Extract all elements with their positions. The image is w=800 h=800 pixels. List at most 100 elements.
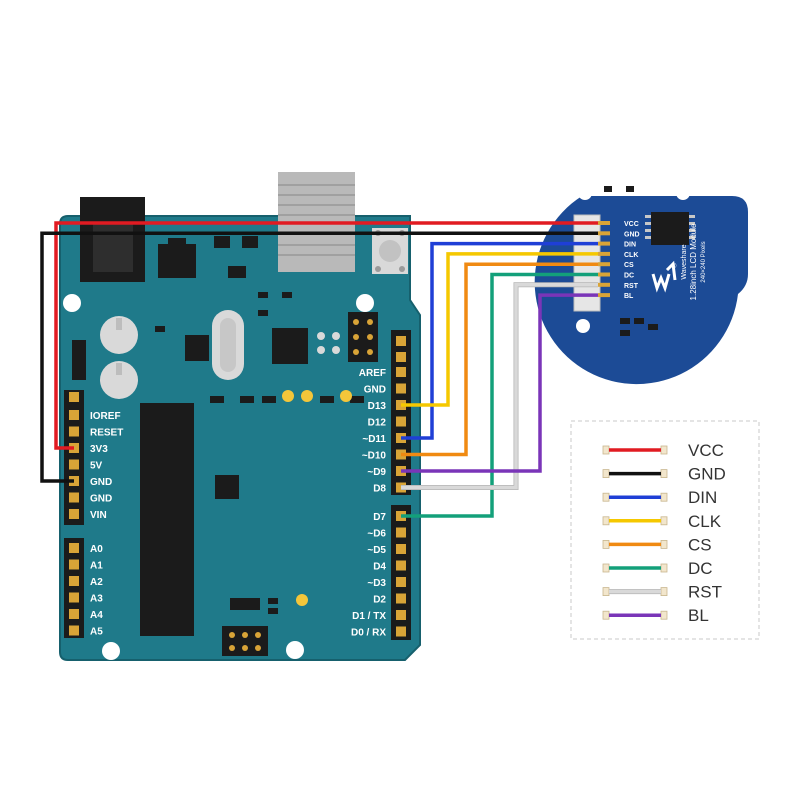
pin-label: A3 (90, 594, 103, 605)
legend-wire-end (660, 492, 668, 502)
capacitor (100, 316, 138, 354)
lcd-pin-label: CLK (624, 252, 638, 259)
header-pin (69, 559, 79, 570)
lcd-mounting-hole (676, 186, 690, 200)
header-pin (396, 367, 406, 377)
pin-label: RESET (90, 428, 123, 439)
wire-vcc (54, 221, 598, 450)
header-pin (69, 576, 79, 586)
header-pin (396, 593, 406, 604)
lcd-brand-text: Waveshare (681, 244, 688, 279)
legend-wire-end (602, 469, 610, 479)
legend-wire-end (660, 469, 668, 479)
pin-label: GND (364, 385, 386, 396)
led (301, 390, 313, 402)
led (282, 390, 294, 402)
lcd-pin-label: DC (624, 273, 634, 280)
header-pin (396, 383, 406, 394)
pin-label: AREF (359, 368, 386, 379)
header-pin (69, 392, 79, 402)
pin-label: IOREF (90, 411, 121, 422)
header-pin (396, 527, 406, 538)
legend-wire-end (660, 587, 668, 596)
pin-label: A1 (90, 561, 103, 572)
pin-label: A4 (90, 610, 103, 621)
lcd-pin (598, 282, 610, 287)
pin-label: A5 (90, 627, 103, 638)
waveshare-logo: ® (651, 260, 677, 293)
legend-label: DC (688, 559, 713, 578)
header-pin (396, 560, 406, 571)
header-pin (69, 592, 79, 603)
pin-label: 5V (90, 461, 103, 472)
lcd-pin-label: CS (624, 262, 634, 269)
lcd-mounting-hole (578, 186, 592, 200)
mounting-hole (356, 294, 374, 312)
legend-label: CLK (688, 512, 722, 531)
pin-label: ~D11 (362, 434, 386, 445)
header-pin (69, 492, 79, 503)
pin-label: ~D5 (367, 545, 386, 556)
legend-wire-end (660, 516, 668, 526)
header-pin (69, 426, 79, 437)
pin-label: D13 (368, 401, 387, 412)
pin-label: D8 (373, 484, 386, 495)
pin-label: VIN (90, 510, 107, 521)
digital-header-lower (391, 505, 411, 640)
lcd-subtitle-text: 240×240 Pixels (701, 241, 707, 282)
header-pin (396, 352, 406, 362)
pin-label: ~D3 (367, 578, 386, 589)
lcd-pin (598, 231, 610, 236)
lcd-pin (598, 221, 610, 225)
wire-gnd (40, 231, 598, 483)
pin-label: 3V3 (90, 444, 108, 455)
legend-label: CS (688, 535, 712, 554)
lcd-pin-label: DIN (624, 242, 636, 249)
pin-label: D2 (373, 595, 386, 606)
legend-wire-end (602, 540, 610, 549)
pin-label: D0 / RX (351, 628, 386, 639)
header-pin (69, 459, 79, 470)
capacitor (100, 361, 138, 399)
lcd-pin (598, 272, 610, 277)
header-pin (69, 625, 79, 636)
legend-wire-end (602, 610, 610, 620)
wire-clk (401, 252, 598, 407)
pin-label: ~D6 (367, 529, 386, 540)
legend-wire-end (602, 445, 610, 455)
header-pin (396, 336, 406, 346)
legend-wire-end (660, 610, 668, 620)
header-pin (396, 610, 406, 620)
legend-wire-end (602, 516, 610, 526)
lcd-driver-chip (651, 212, 689, 245)
legend-wire-end (660, 563, 668, 573)
lcd-pin-label: RST (624, 283, 639, 290)
wire-cs (401, 262, 598, 457)
header-pin (396, 577, 406, 587)
lcd-title-text: 1.28inch LCD Module (689, 223, 698, 300)
legend-wire-end (660, 540, 668, 549)
power-header (64, 390, 84, 525)
pin-label: GND (90, 494, 112, 505)
pin-label: ~D9 (367, 467, 386, 478)
header-pin (69, 609, 79, 619)
led (340, 390, 352, 402)
wire-bl (401, 293, 598, 473)
lcd-pin-label: BL (624, 293, 634, 300)
lcd-pin-label: VCC (624, 221, 639, 228)
legend-label: BL (688, 606, 709, 625)
legend-wire-end (602, 492, 610, 502)
svg-text:®: ® (672, 263, 677, 270)
lcd-pin-label: GND (624, 231, 640, 238)
legend-wire-end (602, 563, 610, 573)
mounting-hole (286, 641, 304, 659)
usb-chip (272, 328, 308, 364)
pin-label: D7 (373, 512, 386, 523)
led (296, 594, 308, 606)
mounting-hole (102, 642, 120, 660)
legend-label: RST (688, 583, 722, 602)
legend-label: DIN (688, 488, 717, 507)
pin-label: D4 (373, 562, 386, 573)
